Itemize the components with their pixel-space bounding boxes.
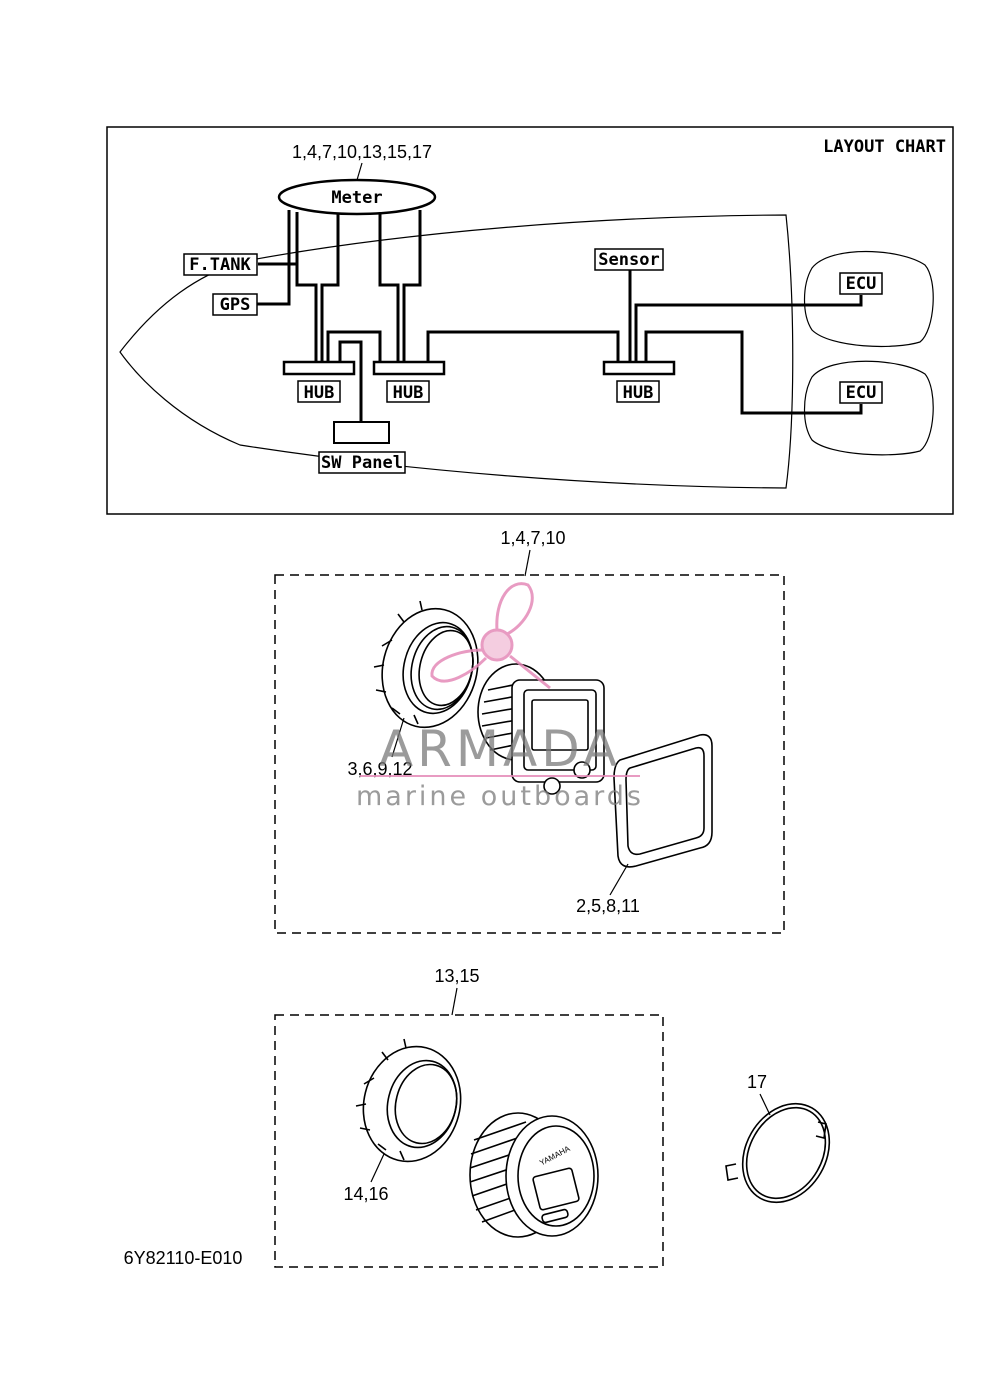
meter-label: Meter <box>331 188 382 208</box>
kit-b-nut-leader <box>370 1153 385 1183</box>
hub-right-label: HUB <box>623 383 654 403</box>
ecu-lower-label: ECU <box>846 383 877 403</box>
watermark-tagline: marine outboards <box>356 781 644 812</box>
ecu-lower-box <box>839 381 883 404</box>
kit-a: 1,4,7,10 3,6,9,12 2,5,8,11 <box>274 528 785 934</box>
kit-b-nut-callout: 14,16 <box>343 1184 388 1204</box>
hub-left-box <box>297 380 341 403</box>
kit-b-lock-nut <box>355 1038 462 1163</box>
ftank-box <box>183 253 258 276</box>
gps-label: GPS <box>220 295 251 315</box>
ecu-upper-box <box>839 272 883 295</box>
kit-a-nut-callout: 3,6,9,12 <box>347 759 412 779</box>
diagram-code: 6Y82110-E010 <box>124 1248 243 1268</box>
kit-a-callout: 1,4,7,10 <box>500 528 565 548</box>
hub-middle-label: HUB <box>393 383 424 403</box>
hub-right-box <box>616 380 660 403</box>
meter-callout-leader <box>356 162 363 181</box>
hub-left-label: HUB <box>304 383 335 403</box>
watermark-propeller-icon <box>430 582 551 690</box>
gps-box <box>212 293 258 316</box>
ecu-upper-label: ECU <box>846 274 877 294</box>
kit-a-meter-body <box>477 663 605 795</box>
hub-right-shape <box>602 360 676 376</box>
sw-panel-box <box>318 451 406 474</box>
sw-panel-shape <box>333 421 390 444</box>
layout-chart-frame <box>106 126 954 515</box>
part-17: 17 <box>725 1072 831 1204</box>
sensor-box <box>594 248 664 271</box>
meter-callout: 1,4,7,10,13,15,17 <box>292 142 432 162</box>
kit-b-round-meter <box>469 1112 599 1238</box>
hub-middle-box <box>386 380 430 403</box>
part-17-callout: 17 <box>747 1072 767 1092</box>
engine-outline-lower <box>803 360 934 456</box>
part-17-leader <box>759 1093 771 1116</box>
kit-a-cover-leader <box>609 863 629 896</box>
watermark-brand: ARMADA <box>379 720 621 778</box>
layout-chart: LAYOUT CHART Met <box>106 126 954 515</box>
kit-a-nut-leader <box>391 717 405 758</box>
watermark: ARMADA marine outboards <box>356 582 644 812</box>
kit-b: 13,15 14,16 YAMAHA <box>274 966 664 1268</box>
sw-panel-label: SW Panel <box>321 453 403 473</box>
engine-outline-upper <box>803 250 934 348</box>
kit-b-callout-leader <box>451 987 458 1016</box>
layout-chart-title: LAYOUT CHART <box>823 137 946 157</box>
hub-middle-shape <box>372 360 446 376</box>
kit-b-callout: 13,15 <box>434 966 479 986</box>
hub-left-shape <box>282 360 356 376</box>
part-17-ring <box>725 1102 831 1204</box>
wiring-harness <box>257 210 863 422</box>
kit-a-callout-leader <box>524 549 531 577</box>
kit-a-cover-callout: 2,5,8,11 <box>576 896 640 916</box>
ftank-label: F.TANK <box>189 255 251 275</box>
kit-b-dashed-frame <box>274 1014 664 1268</box>
sensor-label: Sensor <box>598 250 659 270</box>
kit-a-lock-nut <box>373 600 479 729</box>
